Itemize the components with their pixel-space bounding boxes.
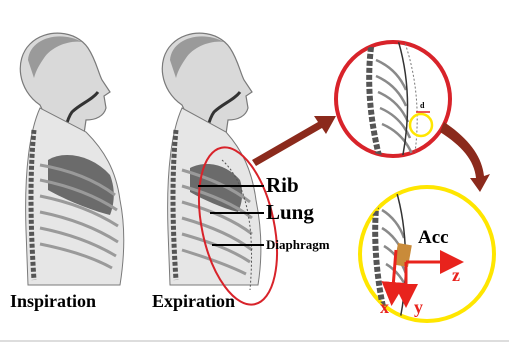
- expiration-caption: Expiration: [152, 292, 235, 310]
- inspiration-figure: [20, 33, 124, 285]
- x-axis-label: x: [380, 298, 389, 316]
- acc-label: Acc: [418, 228, 449, 247]
- zoom-circle-ribs: [336, 40, 450, 160]
- zoom-arrow: [252, 116, 336, 166]
- lung-label: Lung: [266, 202, 314, 223]
- inspiration-caption: Inspiration: [10, 292, 96, 310]
- diaphragm-label: Diaphragm: [266, 238, 330, 251]
- rib-label: Rib: [266, 175, 299, 196]
- displacement-label: d: [420, 102, 424, 110]
- y-axis-label: y: [414, 298, 423, 316]
- z-axis-label: z: [452, 266, 460, 284]
- curved-zoom-arrow: [440, 122, 490, 192]
